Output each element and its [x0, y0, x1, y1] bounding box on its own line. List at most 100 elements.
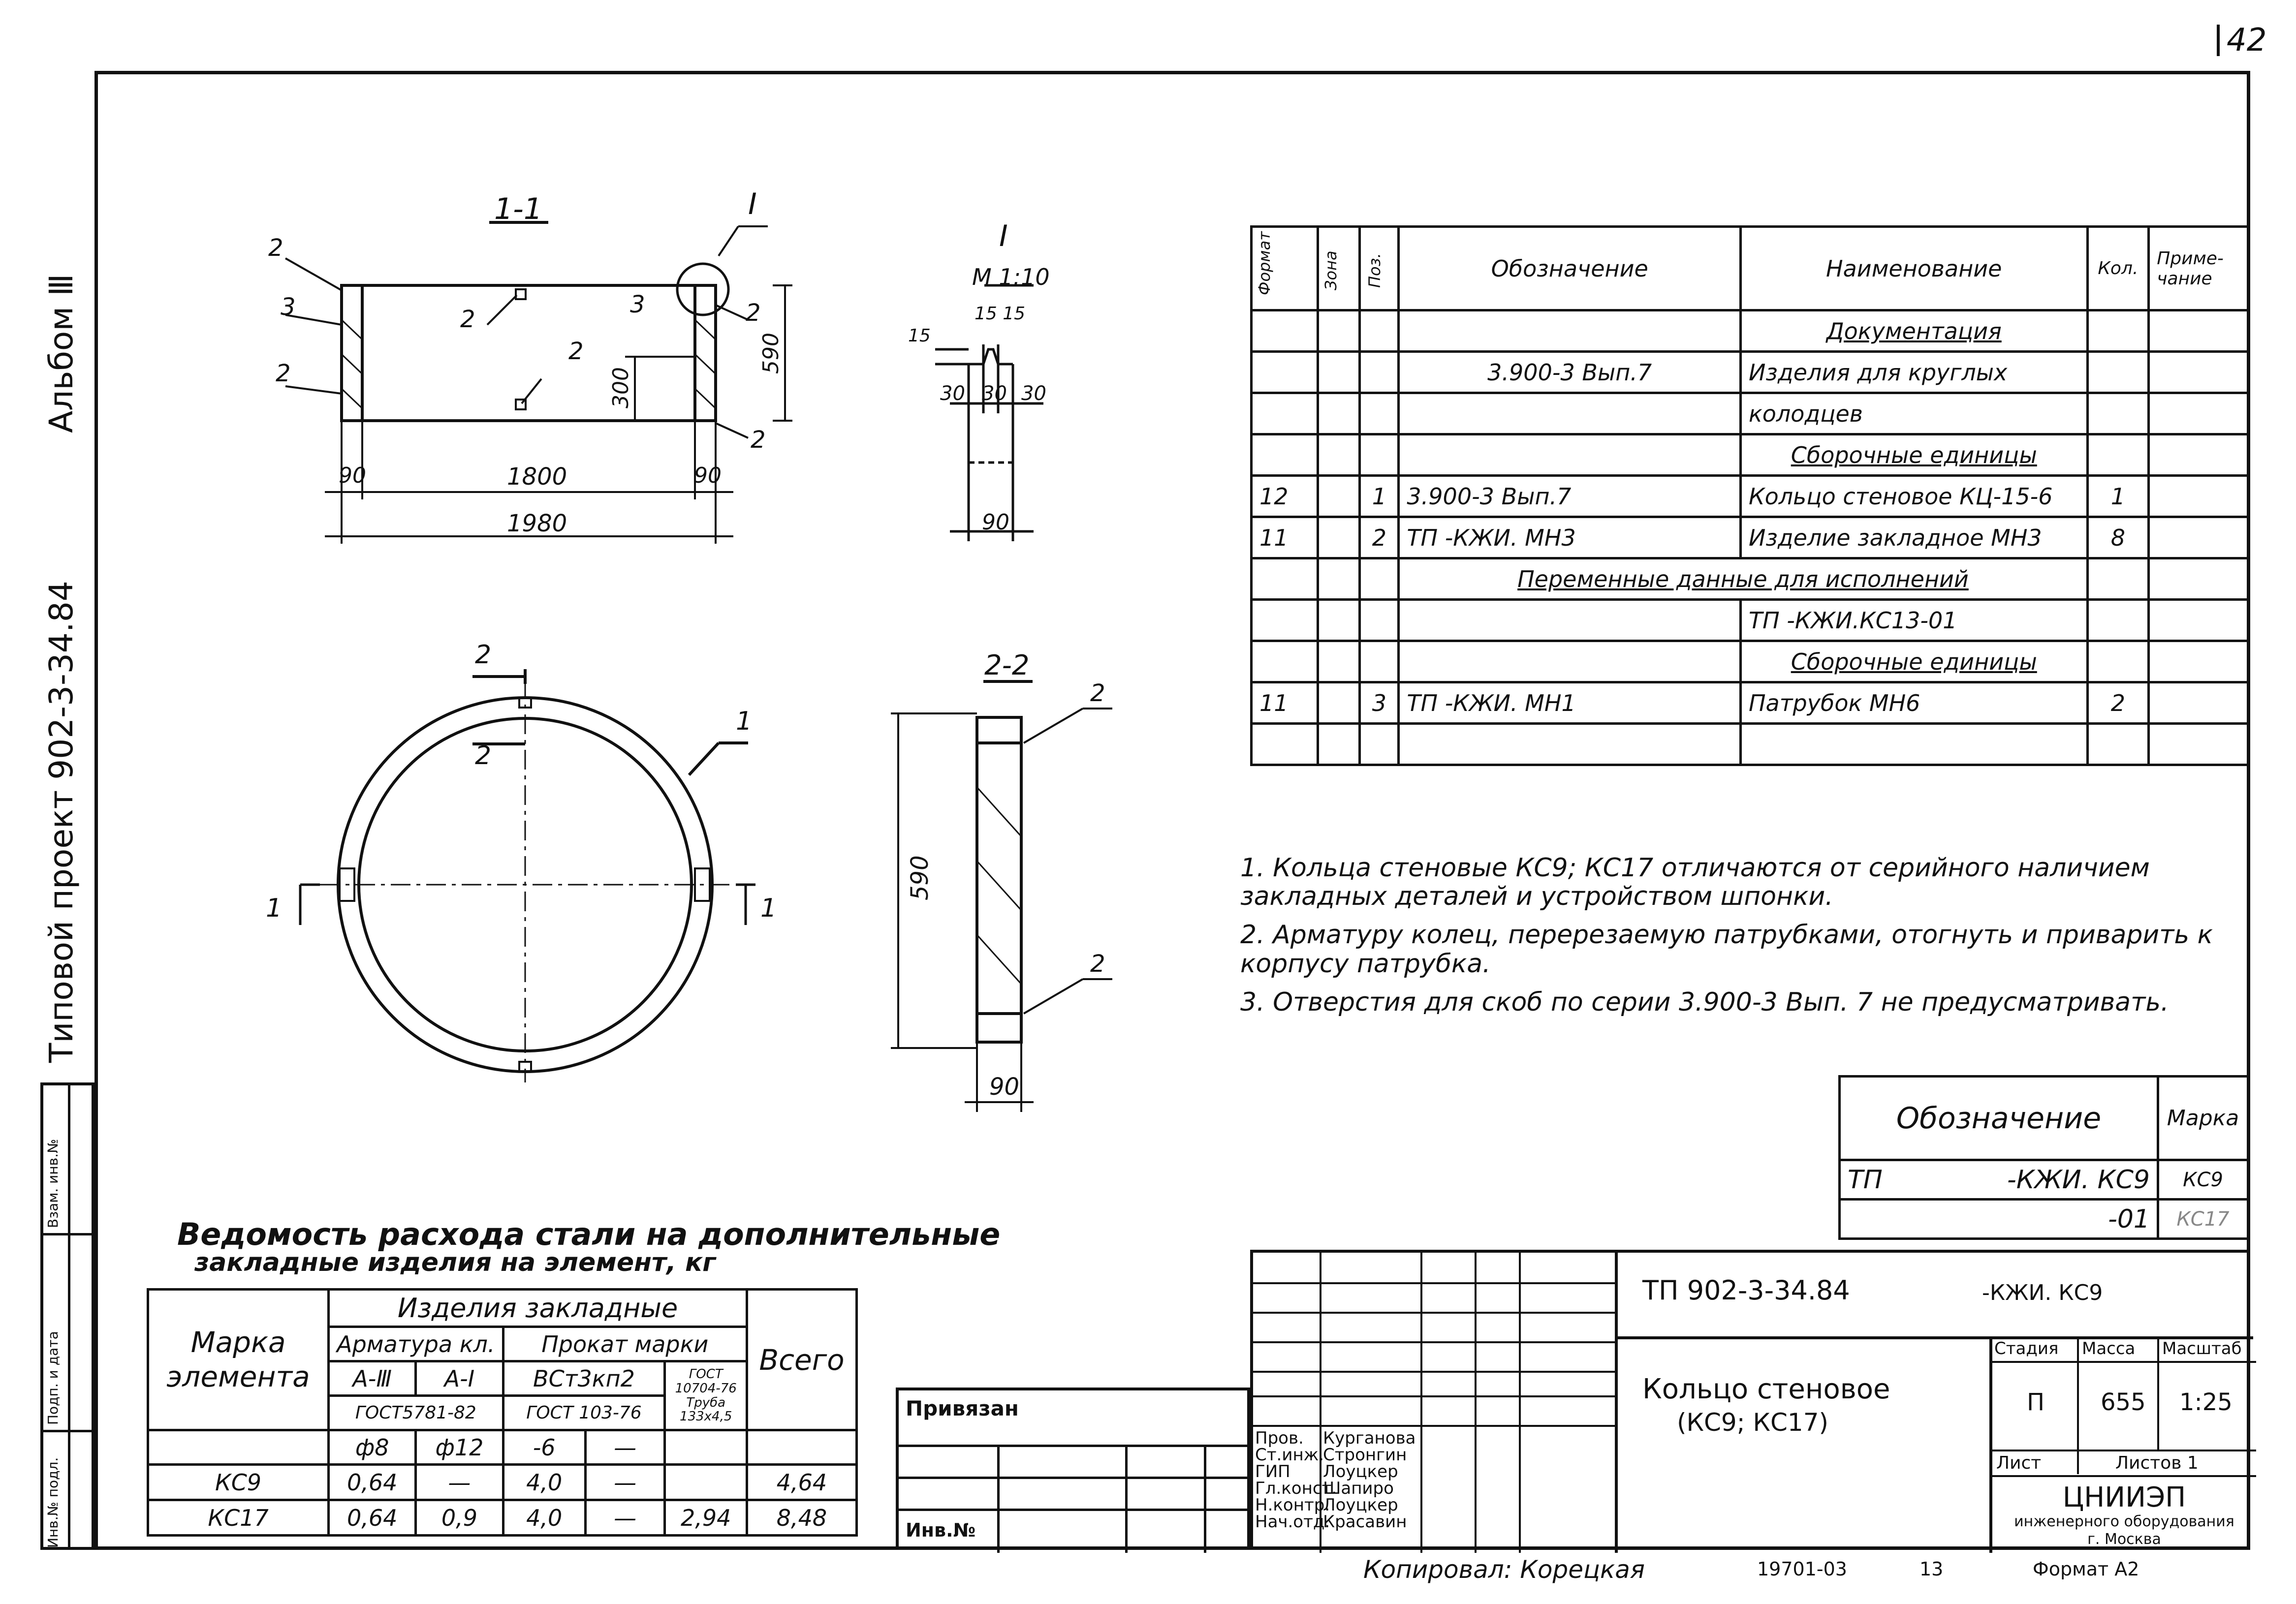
steel-table-title: Ведомость расхода стали на дополнительны…	[177, 1216, 1001, 1252]
steel-header-a3: А-Ⅲ	[327, 1360, 417, 1397]
steel-header-gost-pipe: ГОСТ 10704-76 Труба 133х4,5	[663, 1360, 748, 1431]
steel-header-d12: ф12	[414, 1429, 504, 1466]
steel-header-items: Изделия закладные	[327, 1288, 748, 1328]
variant-header-row: Обозначение Марка	[1838, 1075, 2249, 1161]
dim-15-vert: 15	[908, 326, 931, 346]
steel-header-gost1: ГОСТ5781-82	[327, 1394, 504, 1431]
dim-15-15: 15 15	[975, 304, 1026, 324]
title-code: ТП 902-3-34.84	[1642, 1275, 1850, 1306]
variant-header-mark: Марка	[2157, 1075, 2249, 1161]
sheets-label: Листов 1	[2115, 1453, 2199, 1473]
spec-section-heading: Сборочные единицы	[1739, 640, 2089, 683]
dim-30: 30	[940, 382, 965, 405]
steel-table: Марка элемента Изделия закладные Всего А…	[146, 1288, 858, 1537]
title-name: Кольцо стеновое	[1642, 1373, 1890, 1405]
section-2-2-title: 2-2	[984, 649, 1030, 681]
dim-590-2: 590	[906, 855, 934, 900]
pos-label: 2	[460, 306, 475, 333]
pos-label: 2	[568, 338, 584, 365]
spec-row: Сборочные единицы	[1250, 433, 2249, 477]
dim-90-2: 90	[989, 1073, 1020, 1101]
variant-row: -01 КС17	[1838, 1198, 2249, 1240]
steel-header-row: ф8 ф12 -6 —	[146, 1429, 858, 1466]
mass-header: Масса	[2082, 1339, 2136, 1358]
tie-label: Привязан	[906, 1396, 1019, 1420]
variant-row: ТП -КЖИ. КС9 КС9	[1838, 1159, 2249, 1201]
tie-block: Привязан Инв.№	[896, 1388, 1250, 1553]
title-code-suffix: -КЖИ. КС9	[1982, 1280, 2103, 1305]
dim-1980: 1980	[507, 510, 567, 537]
detail-ref-label: I	[748, 187, 757, 221]
detail-I-drawing	[935, 284, 1043, 541]
stage-header: Стадия	[1994, 1339, 2059, 1358]
spec-row: Сборочные единицы	[1250, 640, 2249, 683]
notes: 1. Кольца стеновые КС9; КС17 отличаются …	[1240, 854, 2234, 1017]
section-1-1-title: 1-1	[494, 192, 542, 226]
dim-90-left: 90	[339, 463, 366, 488]
steel-header-row: ГОСТ5781-82 ГОСТ 103-76	[148, 1394, 857, 1431]
note-2: 2. Арматуру колец, перерезаемую патрубка…	[1240, 920, 2213, 979]
dim-300: 300	[608, 367, 633, 408]
pos-label: 3	[630, 291, 645, 318]
steel-header-dash: —	[584, 1429, 666, 1466]
variant-header-designation: Обозначение	[1838, 1075, 2159, 1161]
section-2-2-pos: 2	[1090, 950, 1105, 978]
spec-row: Переменные данные для исполнений	[1250, 557, 2249, 601]
section-2-2-drawing	[891, 680, 1112, 1112]
pos-label: 2	[276, 360, 291, 387]
org-subtitle: инженерного оборудования	[2014, 1513, 2234, 1530]
steel-header-row: А-Ⅲ А-Ⅰ ВСт3кп2 ГОСТ 10704-76 Труба 133х…	[148, 1360, 857, 1431]
paper-format: Формат А2	[2033, 1558, 2139, 1580]
variant-table: Обозначение Марка ТП -КЖИ. КС9 КС9 -01 К…	[1838, 1075, 2249, 1240]
steel-header-vst: ВСт3кп2	[502, 1360, 666, 1397]
section-1-1-drawing	[285, 221, 792, 544]
dim-1800: 1800	[507, 463, 567, 491]
plan-pos-1: 1	[736, 707, 753, 736]
org-city: г. Москва	[2087, 1531, 2161, 1548]
steel-header-d8: ф8	[327, 1429, 417, 1466]
pos-label: 2	[268, 234, 283, 262]
steel-row: КС9 0,64 — 4,0 — 4,64	[146, 1463, 858, 1501]
spec-row: Документация	[1250, 309, 2249, 353]
spec-header-cell: Зона	[1316, 225, 1361, 311]
cut-1-right: 1	[760, 894, 777, 923]
spec-header-cell: Приме-чание	[2147, 225, 2249, 311]
spec-header-cell: Наименование	[1739, 225, 2089, 311]
spec-row	[1250, 722, 2249, 766]
page-number: 42	[2217, 25, 2266, 56]
dim-90: 90	[982, 510, 1009, 535]
pos-label: 2	[746, 299, 761, 327]
left-stamp: Взам. инв.№ Подп. и дата Инв.№ подл.	[40, 1082, 94, 1550]
scale-value: 1:25	[2179, 1388, 2233, 1416]
steel-row: КС17 0,64 0,9 4,0 — 2,94 8,48	[146, 1499, 858, 1537]
scale-header: Масштаб	[2162, 1339, 2242, 1358]
org-name: ЦНИИЭП	[2062, 1481, 2186, 1513]
spec-header-cell: Кол.	[2086, 225, 2150, 311]
steel-header-row: Арматура кл. Прокат марки	[148, 1326, 857, 1362]
sheet-label: Лист	[1996, 1453, 2042, 1473]
tie-inv-label: Инв.№	[906, 1519, 976, 1541]
spec-row: ТП -КЖИ.КС13-01	[1250, 598, 2249, 642]
detail-I-scale: М 1:10	[972, 264, 1050, 290]
steel-header-total: Всего	[746, 1288, 858, 1431]
steel-header-pipe: Труба 133х4,5	[680, 1395, 732, 1424]
pos-label: 2	[751, 426, 766, 454]
copied-by: Копировал: Корецкая	[1363, 1555, 1645, 1584]
spec-header-row: Формат Зона Поз. Обозначение Наименовани…	[1250, 225, 2249, 311]
spec-section-heading: Сборочные единицы	[1739, 433, 2089, 477]
steel-header-t6: -6	[502, 1429, 587, 1466]
cut-2-bottom: 2	[475, 741, 492, 771]
spec-section-heading: Переменные данные для исполнений	[1397, 557, 2089, 601]
stage-block: Стадия Масса Масштаб П 655 1:25 Лист Лис…	[1992, 1336, 2256, 1553]
dim-590: 590	[758, 333, 784, 374]
archive-number: 19701-03	[1757, 1558, 1847, 1580]
spec-row: колодцев	[1250, 392, 2249, 435]
